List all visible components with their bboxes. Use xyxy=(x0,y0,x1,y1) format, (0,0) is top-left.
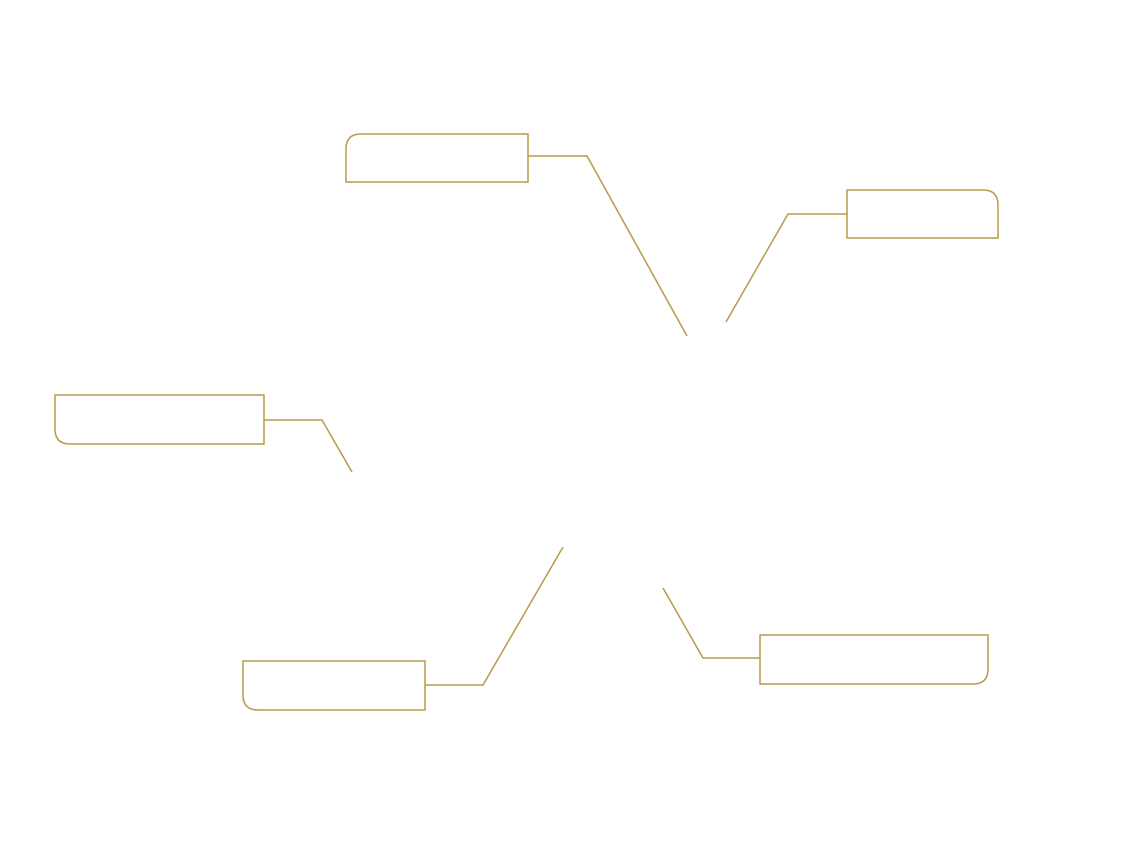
callout-box-middle-left xyxy=(54,394,265,445)
leader-line-middle-left xyxy=(264,419,353,473)
leader-line-bottom-left xyxy=(425,546,564,686)
callout-top-center xyxy=(345,133,688,337)
callout-top-right xyxy=(725,189,999,323)
leader-line-top-right xyxy=(725,213,847,323)
callout-bottom-left xyxy=(242,546,564,711)
callout-box-bottom-left xyxy=(242,660,426,711)
callout-box-top-right xyxy=(846,189,999,239)
leader-line-top-center xyxy=(528,155,688,337)
callout-box-top-center xyxy=(345,133,529,183)
callout-bottom-right xyxy=(662,587,989,685)
callout-box-bottom-right xyxy=(759,634,989,685)
leader-line-bottom-right xyxy=(662,587,760,659)
callout-middle-left xyxy=(54,394,353,473)
